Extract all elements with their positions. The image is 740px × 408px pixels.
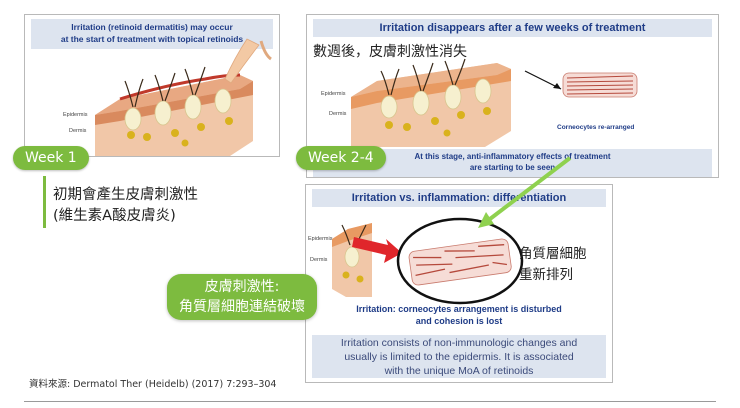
skin-illustration-week1 bbox=[95, 38, 272, 156]
panel3-desc-line1: Irritation consists of non-immunologic c… bbox=[340, 337, 578, 349]
panel3-zh-right-line2: 重新排列 bbox=[519, 267, 573, 283]
panel3-epidermis-label: Epidermis bbox=[308, 236, 333, 242]
panel2-zh-title: 數週後，皮膚刺激性消失 bbox=[313, 44, 467, 60]
panel1-caption-line1: Irritation (retinoid dermatitis) may occ… bbox=[71, 22, 233, 32]
week1-zh-line1: 初期會產生皮膚刺激性 bbox=[53, 187, 198, 203]
panel-irritation-vs-inflammation: Irritation vs. inflammation: differentia… bbox=[305, 184, 613, 383]
irritation-illustration bbox=[332, 217, 524, 305]
panel2-epidermis-label: Epidermis bbox=[321, 91, 346, 97]
panel3-description: Irritation consists of non-immunologic c… bbox=[312, 335, 606, 378]
panel3-zh-right-line1: 角質層細胞 bbox=[519, 246, 587, 262]
panel3-desc-line3: with the unique MoA of retinoids bbox=[384, 365, 534, 377]
panel1-caption: Irritation (retinoid dermatitis) may occ… bbox=[31, 19, 273, 49]
week2-4-badge: Week 2-4 bbox=[296, 146, 386, 170]
panel2-corneocytes-label: Corneocytes re-arranged bbox=[557, 124, 635, 131]
week1-badge: Week 1 bbox=[13, 146, 89, 170]
panel3-bottom-caption: Irritation: corneocytes arrangement is d… bbox=[312, 303, 606, 329]
panel3-bottom-line2: and cohesion is lost bbox=[415, 316, 503, 326]
panel1-caption-line2: at the start of treatment with topical r… bbox=[60, 34, 244, 44]
skin-illustration-week2-4 bbox=[351, 58, 638, 147]
panel3-bottom-line1: Irritation: corneocytes arrangement is d… bbox=[356, 304, 562, 314]
panel3-desc-line2: usually is limited to the epidermis. It … bbox=[344, 351, 574, 363]
source-citation: 資料來源: Dermatol Ther (Heidelb) (2017) 7:2… bbox=[29, 379, 277, 390]
week1-connector bbox=[43, 176, 46, 228]
irritation-callout: 皮膚刺激性: 角質層細胞連結破壞 bbox=[167, 274, 317, 320]
week1-zh-line2: (維生素A酸皮膚炎) bbox=[53, 208, 176, 224]
panel1-dermis-label: Dermis bbox=[69, 128, 87, 134]
panel2-dermis-label: Dermis bbox=[329, 111, 347, 117]
bottom-rule bbox=[24, 401, 716, 402]
panel3-dermis-label: Dermis bbox=[310, 257, 328, 263]
panel2-caption: Irritation disappears after a few weeks … bbox=[313, 19, 712, 37]
panel1-epidermis-label: Epidermis bbox=[63, 112, 88, 118]
panel-week1: Irritation (retinoid dermatitis) may occ… bbox=[24, 14, 280, 157]
callout-line2: 角質層細胞連結破壞 bbox=[179, 299, 305, 315]
callout-line1: 皮膚刺激性: bbox=[204, 279, 280, 295]
